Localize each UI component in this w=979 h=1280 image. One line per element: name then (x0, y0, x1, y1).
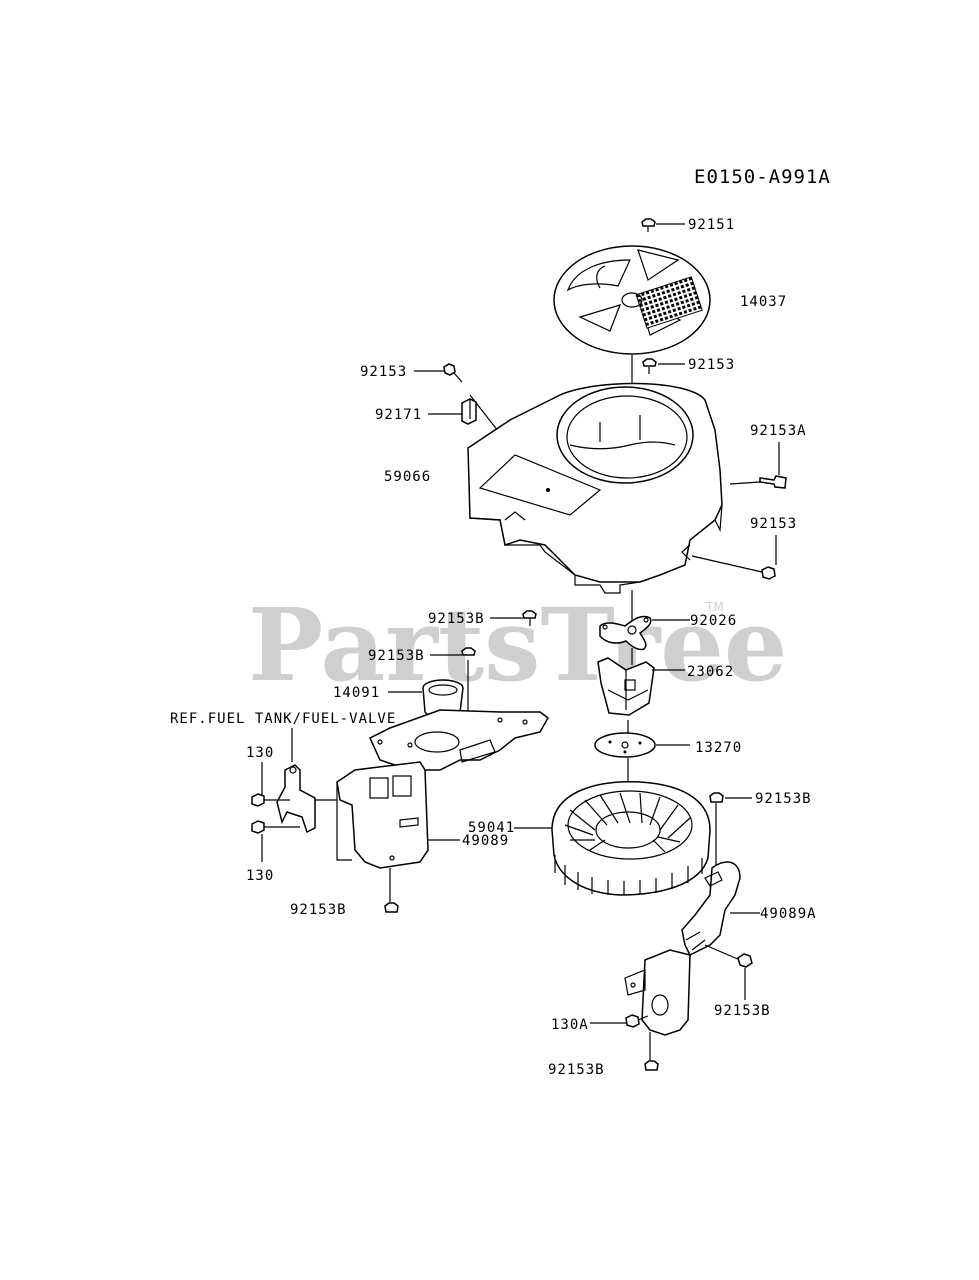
bolt-92153B-lowest[interactable] (644, 1060, 659, 1071)
bolt-92153A[interactable] (759, 475, 787, 489)
bolt-92153B-bottom-left[interactable] (384, 902, 399, 913)
bolt-92153B-lower-right[interactable] (737, 953, 753, 968)
bolt-130A[interactable] (625, 1014, 649, 1028)
bolt-92151[interactable] (641, 218, 656, 232)
label-92151: 92151 (688, 217, 735, 233)
shroud-49089A[interactable] (624, 861, 741, 1036)
blower-housing-59066[interactable] (467, 382, 723, 594)
label-14091: 14091 (333, 685, 380, 701)
fuel-valve-bracket[interactable] (276, 764, 316, 834)
bolt-92153B-mid2[interactable] (461, 647, 476, 720)
label-92153-left: 92153 (360, 364, 407, 380)
label-49089A: 49089A (760, 906, 817, 922)
bolt-92153-left[interactable] (443, 363, 463, 383)
label-130A: 130A (551, 1017, 589, 1033)
label-14037: 14037 (740, 294, 787, 310)
label-59066: 59066 (384, 469, 431, 485)
watermark-text: PartsTree (248, 586, 788, 704)
label-92153B-mid1: 92153B (428, 611, 485, 627)
label-23062: 23062 (687, 664, 734, 680)
label-92153B-fan: 92153B (755, 791, 812, 807)
bracket-23062[interactable] (597, 657, 655, 716)
label-92171: 92171 (375, 407, 422, 423)
bolt-130-top[interactable] (251, 793, 290, 807)
bolt-130-bottom[interactable] (251, 820, 300, 834)
bolt-92153B-mid1[interactable] (522, 610, 537, 626)
watermark-trademark: TM (705, 600, 724, 614)
bolt-92153-top[interactable] (642, 358, 657, 374)
clip-92171[interactable] (461, 398, 477, 425)
label-130-top: 130 (246, 745, 274, 761)
reference-note: REF.FUEL TANK/FUEL-VALVE (170, 711, 396, 727)
label-92153-right: 92153 (750, 516, 797, 532)
bolt-92153-right[interactable] (691, 555, 776, 580)
flywheel-fan-59041[interactable] (551, 781, 711, 896)
label-59041: 59041 (468, 820, 515, 836)
diagram-code: E0150-A991A (694, 166, 831, 188)
label-92026: 92026 (690, 613, 737, 629)
label-92153B-lower-right: 92153B (714, 1003, 771, 1019)
label-92153B-mid2: 92153B (368, 648, 425, 664)
label-13270: 13270 (695, 740, 742, 756)
label-92153A: 92153A (750, 423, 807, 439)
label-92153B-bottom-left: 92153B (290, 902, 347, 918)
label-49089: 49089 (462, 833, 509, 849)
label-92153-top: 92153 (688, 357, 735, 373)
plate-92026[interactable] (599, 615, 652, 651)
cooling-screen-14037[interactable] (553, 245, 711, 355)
shroud-49089[interactable] (336, 709, 549, 869)
bolt-92153B-fan[interactable] (709, 792, 724, 870)
label-92153B-lowest: 92153B (548, 1062, 605, 1078)
label-130-bottom: 130 (246, 868, 274, 884)
plate-13270[interactable] (594, 732, 656, 758)
